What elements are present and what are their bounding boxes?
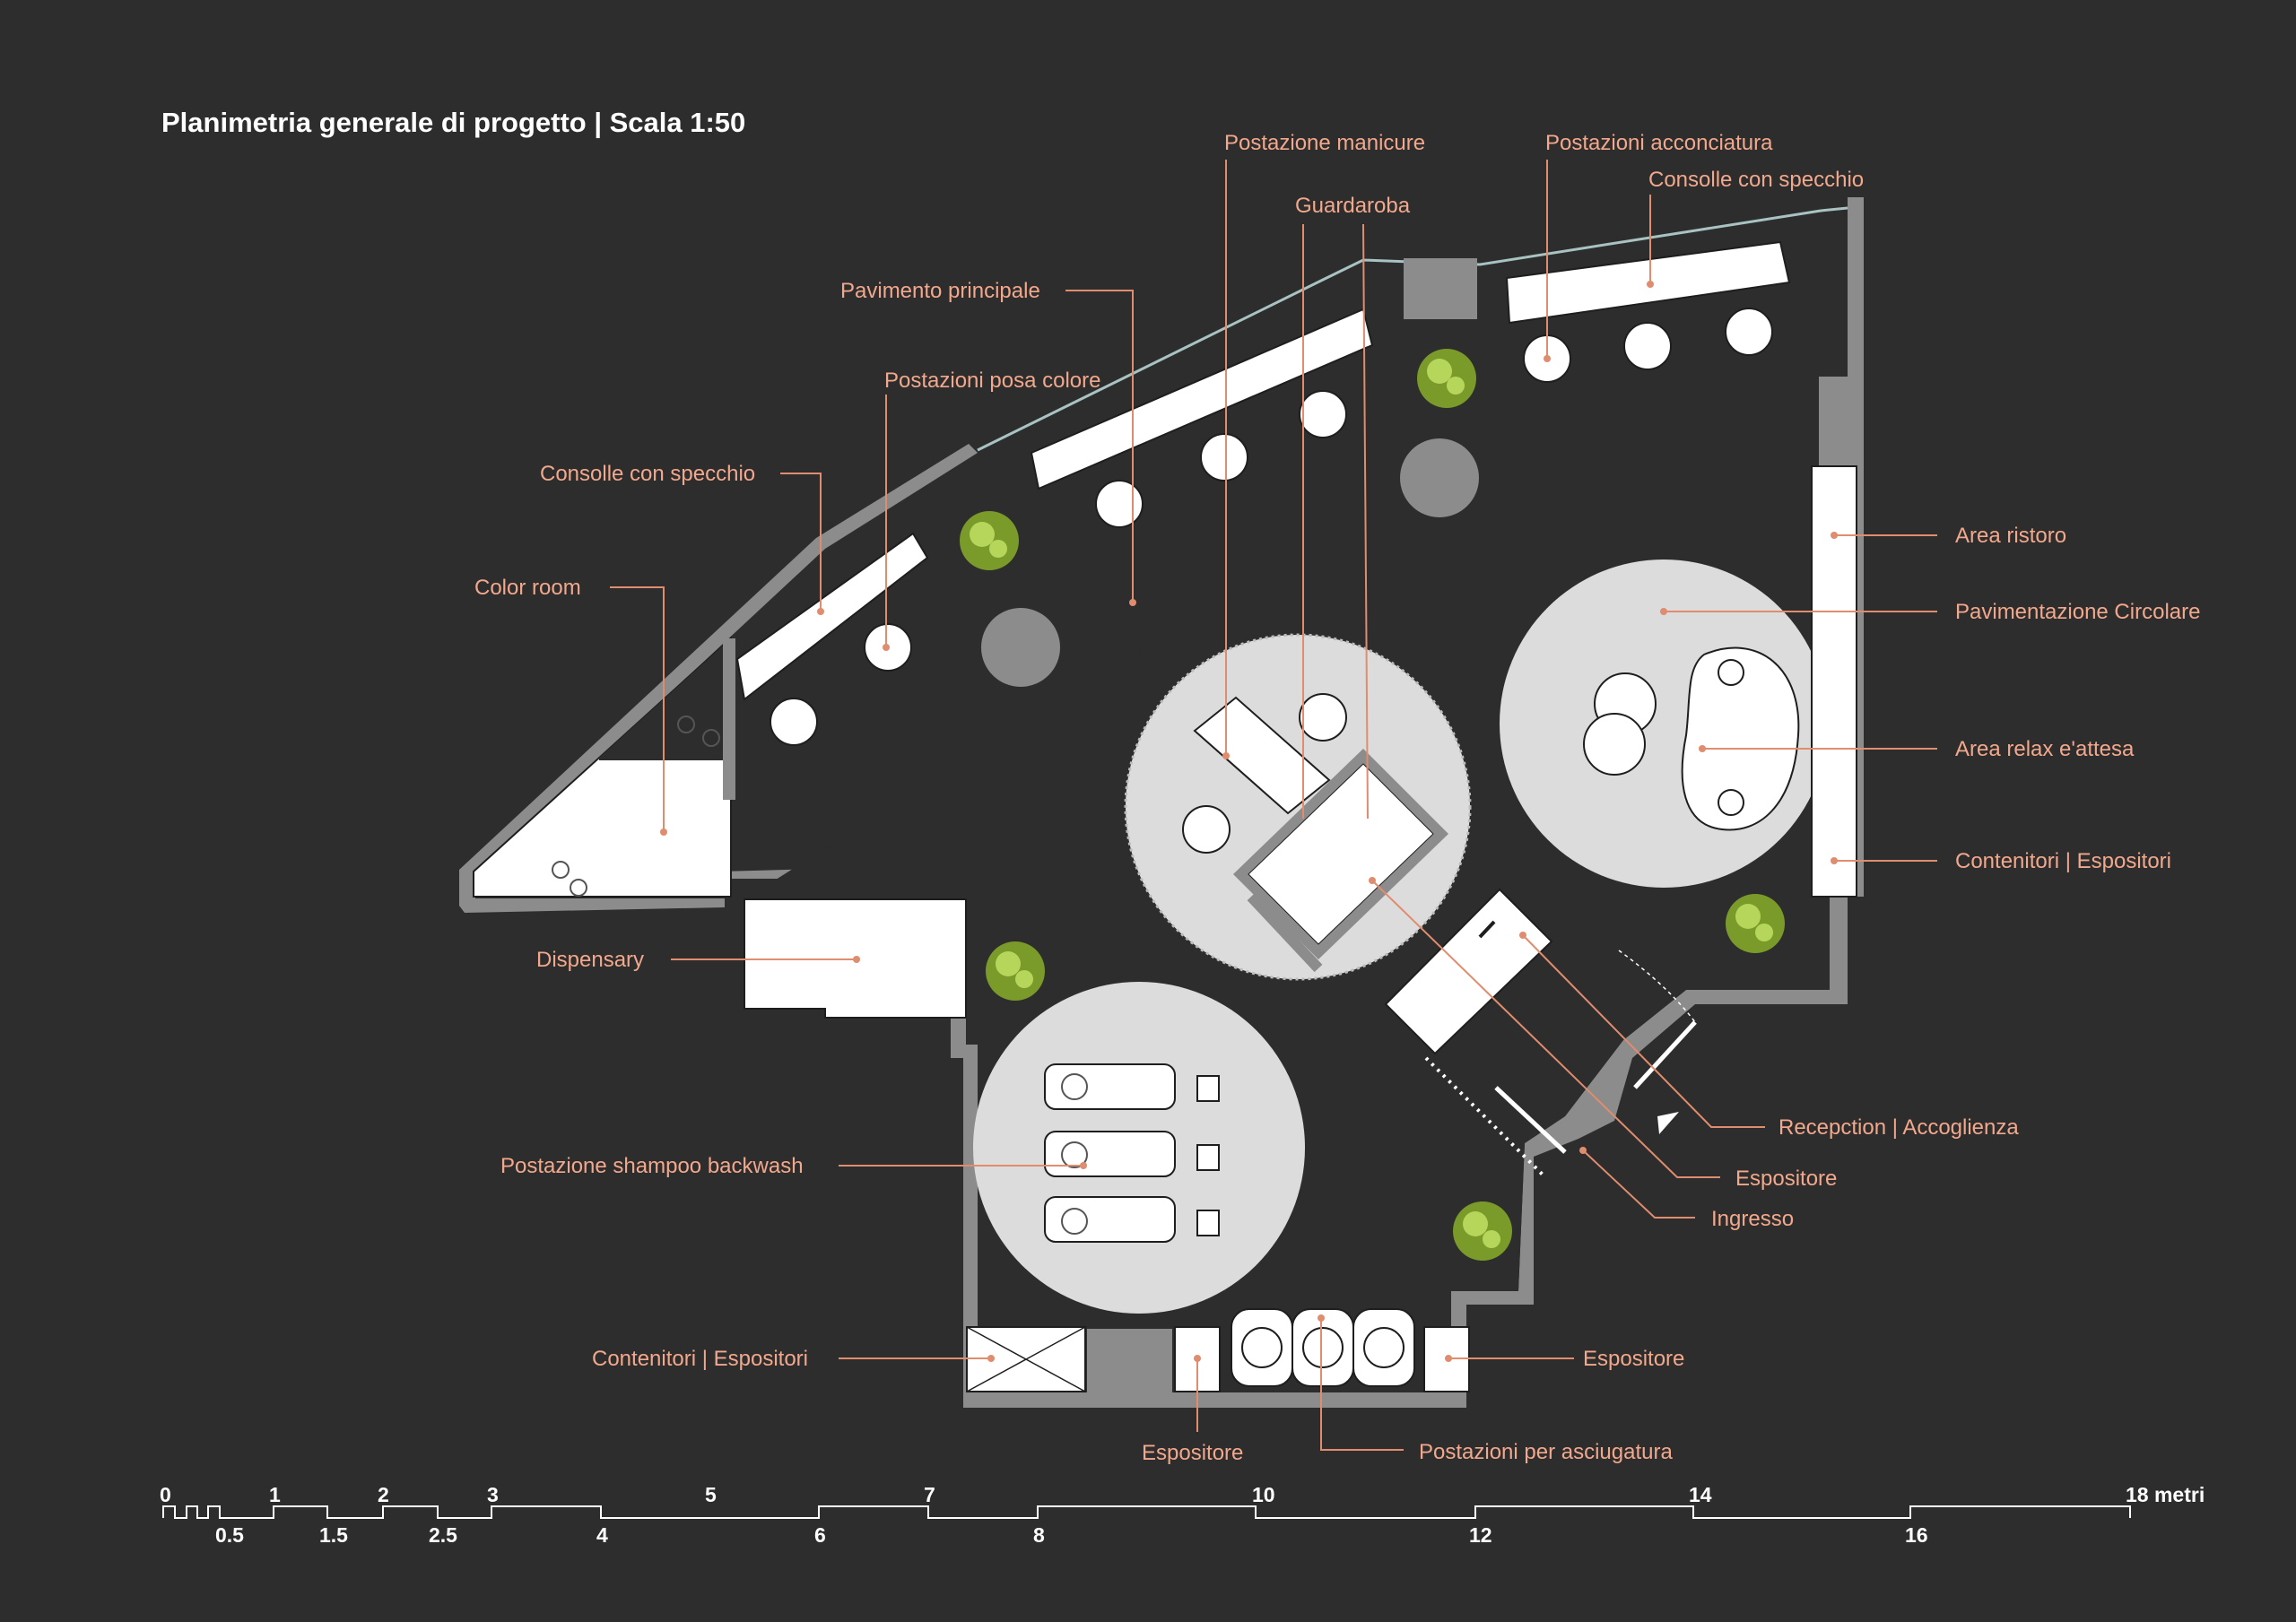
label-consolle-specchio-top: Consolle con specchio bbox=[1648, 168, 1864, 192]
grey-column bbox=[1087, 1329, 1172, 1393]
entrance-door-left bbox=[1494, 1086, 1567, 1154]
entrance-door-right bbox=[1633, 1020, 1697, 1089]
relax-sofa bbox=[1681, 646, 1800, 831]
label-shampoo: Postazione shampoo backwash bbox=[500, 1154, 804, 1178]
scale-tick-bottom: 6 bbox=[814, 1523, 826, 1547]
color-room-sink-3 bbox=[552, 861, 570, 879]
scale-tick-top: 3 bbox=[487, 1483, 499, 1506]
color-room-sink-4 bbox=[570, 879, 587, 897]
scale-tick-bottom: 12 bbox=[1469, 1523, 1492, 1547]
round-column-2 bbox=[1400, 438, 1479, 517]
consolle-left bbox=[735, 532, 929, 701]
plant-icon bbox=[1453, 1201, 1512, 1261]
label-espositore-mid: Espositore bbox=[1735, 1167, 1837, 1191]
shampoo-unit-3 bbox=[1044, 1196, 1220, 1243]
dryer-stations bbox=[1231, 1308, 1415, 1387]
entrance-glass bbox=[1424, 1056, 1544, 1176]
right-cabinets bbox=[1811, 465, 1857, 898]
scale-tick-bottom: 8 bbox=[1033, 1523, 1045, 1547]
scale-tick-bottom: 16 bbox=[1905, 1523, 1928, 1547]
chair-8 bbox=[1725, 308, 1773, 356]
scale-tick-top: 2 bbox=[378, 1483, 389, 1506]
wardrobe-block bbox=[1233, 749, 1448, 973]
scale-tick-bottom: 4 bbox=[596, 1523, 608, 1547]
entrance bbox=[1424, 950, 1697, 1176]
reception-detail bbox=[1478, 920, 1496, 939]
plant-icon bbox=[986, 941, 1045, 1001]
manicure-station bbox=[1182, 693, 1347, 854]
scale-tick-top: 7 bbox=[924, 1483, 935, 1506]
consolle-center bbox=[1030, 308, 1374, 490]
label-postazioni-acconciatura: Postazioni acconciatura bbox=[1545, 131, 1773, 155]
manicure-chair-1 bbox=[1299, 693, 1347, 742]
color-room-sink-2 bbox=[702, 729, 720, 747]
manicure-chair-2 bbox=[1182, 805, 1231, 854]
scale-tick-bottom: 2.5 bbox=[429, 1523, 457, 1547]
color-room bbox=[473, 636, 735, 898]
label-pavimento-principale: Pavimento principale bbox=[840, 279, 1040, 303]
scale-tick-top: 18 metri bbox=[2126, 1483, 2205, 1506]
relax-table-2 bbox=[1583, 713, 1646, 776]
label-reception: Recepction | Accoglienza bbox=[1779, 1115, 2019, 1140]
plant-icon bbox=[1417, 349, 1476, 408]
door-swing bbox=[1618, 950, 1696, 1023]
label-dispensary: Dispensary bbox=[536, 948, 644, 972]
scale-tick-bottom: 0.5 bbox=[215, 1523, 244, 1547]
label-contenitori-right: Contenitori | Espositori bbox=[1955, 849, 2171, 873]
plants bbox=[960, 349, 1785, 1261]
plant-icon bbox=[1726, 894, 1785, 953]
label-ingresso: Ingresso bbox=[1711, 1207, 1794, 1231]
scale-tick-top: 1 bbox=[269, 1483, 281, 1506]
scale-tick-top: 14 bbox=[1689, 1483, 1712, 1506]
label-pavimentazione-circolare: Pavimentazione Circolare bbox=[1955, 600, 2200, 624]
label-color-room: Color room bbox=[474, 576, 581, 600]
consolles bbox=[735, 240, 1791, 701]
reception-counter bbox=[1384, 888, 1553, 1055]
wardrobe-partition bbox=[1247, 892, 1323, 973]
scale-bar-line bbox=[162, 1505, 2131, 1519]
label-postazione-manicure: Postazione manicure bbox=[1224, 131, 1425, 155]
round-column-1 bbox=[981, 608, 1060, 687]
color-room-partition bbox=[723, 638, 735, 800]
wall-column bbox=[1404, 258, 1477, 319]
label-consolle-specchio-left: Consolle con specchio bbox=[540, 462, 755, 486]
scale-bar: 0 1 2 3 5 7 10 14 18 metri 0.5 1.5 2.5 4… bbox=[160, 1483, 2205, 1547]
scale-tick-top: 5 bbox=[705, 1483, 717, 1506]
relax-area bbox=[1583, 646, 1800, 831]
chair-7 bbox=[1623, 322, 1672, 370]
scale-tick-top: 10 bbox=[1252, 1483, 1275, 1506]
relax-seat-2 bbox=[1718, 789, 1744, 816]
scale-tick-bottom: 1.5 bbox=[319, 1523, 348, 1547]
scale-tick-top: 0 bbox=[160, 1483, 171, 1506]
manicure-table bbox=[1193, 696, 1331, 815]
label-espositore-bottom: Espositore bbox=[1142, 1441, 1243, 1465]
plant-icon bbox=[960, 511, 1019, 570]
label-guardaroba: Guardaroba bbox=[1295, 194, 1411, 218]
chair-3 bbox=[1095, 480, 1144, 528]
chair-4 bbox=[1200, 433, 1248, 481]
entrance-arrow-icon bbox=[1657, 1112, 1679, 1134]
drawing-title: Planimetria generale di progetto | Scala… bbox=[161, 107, 745, 138]
label-postazioni-posa-colore: Postazioni posa colore bbox=[884, 369, 1100, 393]
color-room-void bbox=[599, 638, 731, 760]
label-asciugatura: Postazioni per asciugatura bbox=[1419, 1440, 1673, 1464]
shampoo-unit-1 bbox=[1044, 1063, 1220, 1110]
chair-1 bbox=[770, 698, 818, 746]
label-area-ristoro: Area ristoro bbox=[1955, 524, 2066, 548]
relax-seat-1 bbox=[1718, 659, 1744, 686]
chair-5 bbox=[1299, 390, 1347, 438]
styling-chairs bbox=[770, 308, 1773, 746]
label-contenitori-bottom: Contenitori | Espositori bbox=[592, 1347, 808, 1371]
color-room-sink-1 bbox=[677, 716, 695, 733]
wardrobe-interior bbox=[1248, 763, 1434, 945]
annotations: Postazione manicure Postazioni acconciat… bbox=[474, 131, 2200, 1465]
label-espositore-bottom-right: Espositore bbox=[1583, 1347, 1684, 1371]
reception-desk bbox=[1384, 888, 1553, 1055]
label-area-relax: Area relax e'attesa bbox=[1955, 737, 2135, 761]
